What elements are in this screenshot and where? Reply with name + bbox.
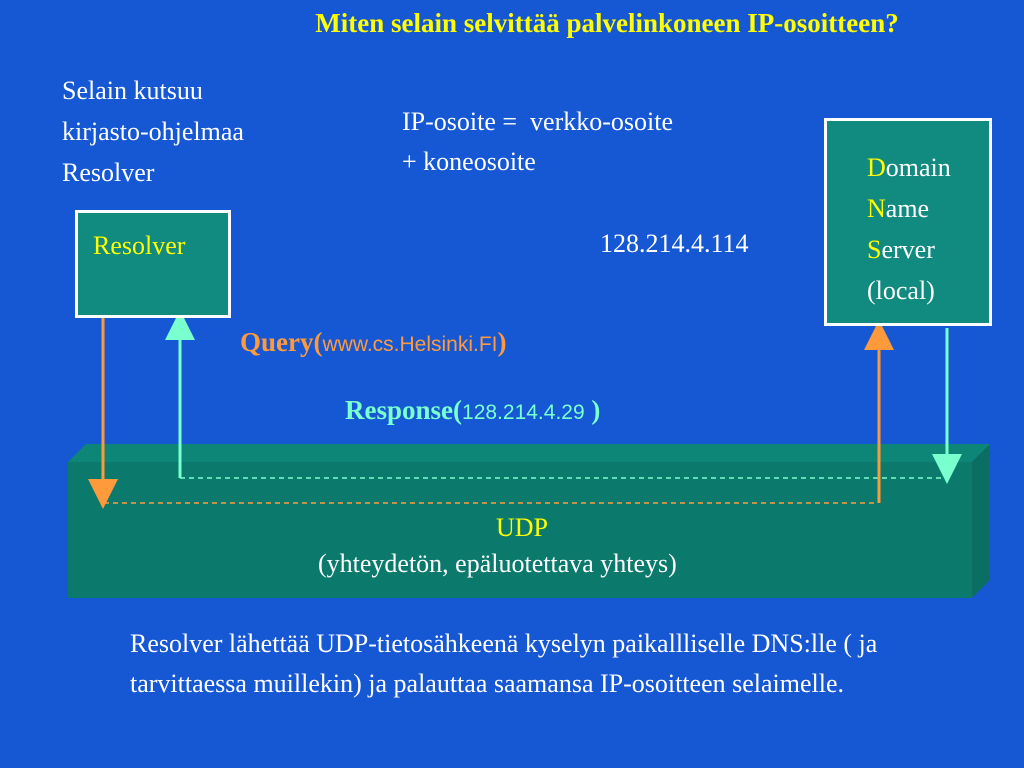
query-label: Query(www.cs.Helsinki.FI) [240,327,507,357]
response-label: Response(128.214.4.29 ) [345,395,601,425]
page-title: Miten selain selvittää palvelinkoneen IP… [315,8,899,38]
dns-server-box: Domain Name Server (local) [824,118,992,326]
dns-line-local: (local) [867,276,935,305]
dns-line-name: Name [867,194,930,223]
ip-definition-line: IP-osoite = verkko-osoite [402,107,674,136]
explanation-text: Resolver lähettää UDP-tietosähkeenä kyse… [130,629,878,698]
query-url: www.cs.Helsinki.FI [322,333,498,356]
ip-definition: IP-osoite = verkko-osoite + koneosoite [402,102,673,182]
ip-definition-line: + koneosoite [402,147,536,176]
resolver-box: Resolver [75,210,231,318]
dns-line-domain: Domain [867,153,951,182]
udp-channel-top [68,444,990,462]
ip-example: 128.214.4.114 [600,229,749,258]
resolver-label: Resolver [93,231,186,260]
udp-channel-side [972,444,990,598]
udp-channel [68,444,990,598]
intro-line: Resolver [62,158,155,187]
udp-channel-front [68,462,972,598]
intro-text: Selain kutsuu kirjasto-ohjelmaa Resolver [62,70,244,193]
udp-label: UDP [495,513,548,542]
udp-subtitle: (yhteydetön, epäluotettava yhteys) [318,549,677,578]
intro-line: kirjasto-ohjelmaa [62,117,244,146]
response-ip: 128.214.4.29 [462,401,585,424]
dns-line-server: Server [867,235,935,264]
intro-line: Selain kutsuu [62,76,203,105]
